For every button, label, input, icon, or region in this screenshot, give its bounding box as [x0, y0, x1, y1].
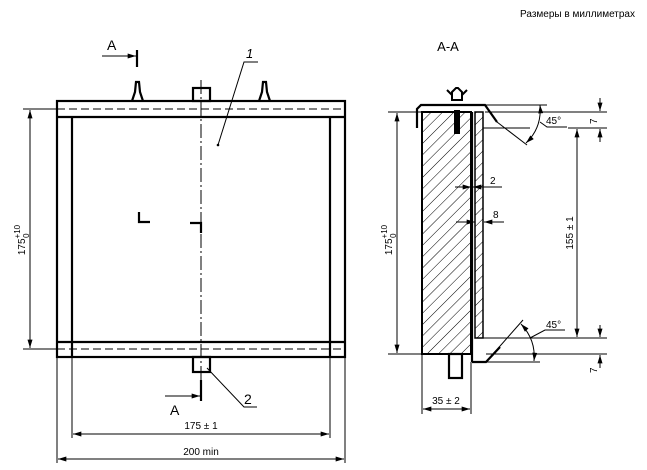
hatched-plate: [474, 111, 484, 339]
height-dimension: 175+100: [13, 224, 31, 255]
wing-screw-icon: [257, 80, 272, 102]
inner-height-dimension: 155 ± 1: [565, 216, 576, 250]
offset-bottom: 7: [589, 367, 600, 373]
wing-nut-icon: [446, 87, 468, 101]
units-note: Размеры в миллиметрах: [520, 9, 635, 20]
top-tube: [191, 86, 212, 103]
thickness-2: 2: [490, 176, 496, 187]
section-title: А-А: [437, 39, 459, 54]
offset-top: 7: [589, 118, 600, 124]
callout-2: 2: [244, 391, 252, 407]
outer-width-dimension: 200 min: [183, 447, 219, 458]
bottom-tube: [191, 355, 212, 374]
bottom-tube: [447, 352, 464, 380]
depth-dimension: 35 ± 2: [432, 396, 460, 407]
callout-leader-2: [206, 367, 257, 408]
callout-leader-1: [217, 61, 258, 146]
inner-width-dimension: 175 ± 1: [184, 421, 218, 432]
section-height-dimension: 175+100: [380, 224, 398, 255]
section-label-top: А: [107, 37, 117, 53]
angle-top: 45°: [546, 116, 561, 127]
thickness-8: 8: [493, 210, 499, 221]
angle-bottom: 45°: [546, 320, 561, 331]
section-view: А-А 175+100 2 8 45° 45°: [380, 39, 607, 414]
screw: [454, 110, 460, 134]
section-label-bottom: А: [170, 402, 180, 418]
hatched-block: [421, 111, 472, 355]
corner-mark: [137, 212, 150, 224]
front-view: А А 1 2 175+100 175 ± 1 200 min: [13, 37, 347, 463]
callout-1: 1: [246, 46, 253, 61]
top-bracket: [415, 103, 498, 128]
wing-screw-icon: [130, 80, 145, 102]
corner-mark: [190, 221, 203, 233]
